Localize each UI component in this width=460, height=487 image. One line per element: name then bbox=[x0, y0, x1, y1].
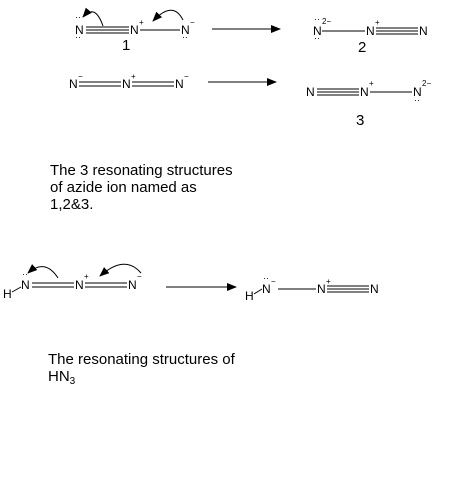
s3-label: 3 bbox=[356, 112, 364, 129]
hn3b-charge-n2: + bbox=[326, 277, 331, 286]
hn3a-atom-n2: N bbox=[75, 278, 84, 292]
hn3a-atom-h: H bbox=[3, 287, 12, 301]
hn3a-charge-n2: + bbox=[84, 272, 89, 281]
hn3b-atom-n3: N bbox=[370, 282, 379, 296]
s1-charge-n2: + bbox=[139, 18, 144, 27]
r2-double-bond-left bbox=[79, 81, 121, 87]
s1-lone-pair: ·· bbox=[75, 12, 81, 22]
hn3a-charge-n3: − bbox=[137, 272, 142, 281]
hn3b-atom-h: H bbox=[245, 289, 254, 303]
r2-charge-n1: − bbox=[78, 72, 83, 81]
structure-2: N ·· ·· 2− N + N 2 bbox=[313, 14, 428, 56]
hn3b-charge-n1: − bbox=[271, 277, 276, 286]
azide-caption-line-1: The 3 resonating structures bbox=[50, 162, 233, 179]
structure-3: N N + N 2− ·· 3 bbox=[306, 79, 431, 129]
r2-atom-n3: N bbox=[175, 77, 184, 91]
hn3-structure-start: H N ·· N + N − bbox=[3, 263, 142, 301]
s1-label: 1 bbox=[122, 37, 130, 54]
hn3a-atom-n1: N bbox=[21, 278, 30, 292]
hn3a-curved-arrow-left bbox=[27, 264, 59, 279]
s1-lone-pair: ·· bbox=[75, 32, 81, 42]
s2-charge-n1: 2− bbox=[322, 17, 331, 26]
structure-row2-start: N − N + N − bbox=[69, 72, 189, 91]
s1-lone-pair: ·· bbox=[182, 32, 188, 42]
s1-curved-arrow-right bbox=[152, 9, 184, 22]
azide-caption: The 3 resonating structures of azide ion… bbox=[50, 162, 233, 213]
r2-charge-n2: + bbox=[131, 72, 136, 81]
structure-1: N ·· ·· N + N − ·· 1 bbox=[75, 7, 195, 54]
hn3b-triple-bond bbox=[327, 285, 369, 293]
s2-label: 2 bbox=[358, 39, 366, 56]
s2-triple-bond bbox=[376, 27, 418, 35]
r2-atom-n1: N bbox=[69, 77, 78, 91]
r2-charge-n3: − bbox=[184, 72, 189, 81]
hn3a-lone-pair: ·· bbox=[22, 269, 28, 279]
hn3-formula-subscript: 3 bbox=[69, 376, 76, 387]
s3-atom-n2: N bbox=[360, 85, 369, 99]
s1-atom-n1: N bbox=[75, 23, 84, 37]
s3-atom-n1: N bbox=[306, 85, 315, 99]
hn3-structure-end: H N ·· − N + N bbox=[245, 273, 379, 303]
s1-triple-bond bbox=[86, 26, 129, 34]
s3-atom-n3: N bbox=[413, 85, 422, 99]
azide-caption-line-3: 1,2&3. bbox=[50, 196, 94, 213]
hn3-caption: The resonating structures of HN3 bbox=[48, 351, 235, 387]
s3-charge-n3: 2− bbox=[422, 79, 431, 88]
r2-double-bond-right bbox=[132, 81, 174, 87]
s1-charge-n3: − bbox=[190, 18, 195, 27]
s1-atom-n3: N bbox=[181, 23, 190, 37]
s3-lone-pair: ·· bbox=[414, 95, 420, 105]
s2-charge-n2: + bbox=[375, 18, 380, 27]
hn3-formula: HN bbox=[48, 368, 70, 385]
s2-atom-n3: N bbox=[419, 24, 428, 38]
hn3b-atom-n2: N bbox=[317, 282, 326, 296]
hn3a-double-bond-left bbox=[32, 282, 74, 288]
hn3b-atom-n1: N bbox=[262, 282, 271, 296]
s1-atom-n2: N bbox=[130, 23, 139, 37]
r2-atom-n2: N bbox=[122, 77, 131, 91]
hn3a-bond-h bbox=[11, 286, 22, 293]
s3-triple-bond bbox=[317, 88, 359, 96]
hn3b-bond-h bbox=[253, 288, 263, 295]
s2-lone-pair: ·· bbox=[314, 33, 320, 43]
s2-atom-n1: N bbox=[313, 24, 322, 38]
hn3a-curved-arrow-right bbox=[99, 263, 142, 277]
s2-lone-pair: ·· bbox=[314, 14, 320, 24]
azide-caption-line-2: of azide ion named as bbox=[50, 179, 197, 196]
hn3a-double-bond-right bbox=[85, 282, 127, 288]
s3-charge-n2: + bbox=[369, 79, 374, 88]
s1-curved-arrow-left bbox=[82, 7, 104, 27]
hn3-caption-line-1: The resonating structures of bbox=[48, 351, 235, 368]
hn3a-atom-n3: N bbox=[128, 278, 137, 292]
s2-atom-n2: N bbox=[366, 24, 375, 38]
hn3b-lone-pair: ·· bbox=[263, 273, 269, 283]
